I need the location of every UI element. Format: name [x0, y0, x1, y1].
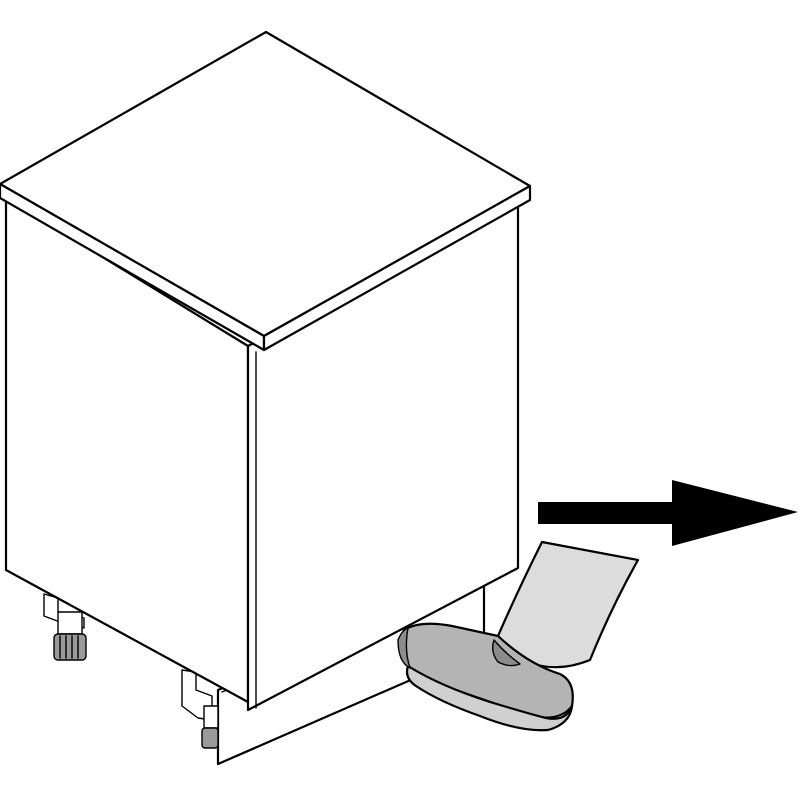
- cabinet-illustration: [0, 30, 532, 712]
- adjustable-foot-icon: [53, 633, 87, 661]
- shoe-sole: [405, 664, 574, 732]
- adjustable-foot-left: [43, 593, 87, 661]
- foot-stem-right: [203, 705, 219, 729]
- shoe-illustration: [397, 622, 574, 732]
- arrow-right-icon: [538, 480, 798, 546]
- foot-stem-left: [57, 611, 83, 635]
- adjustable-foot-right: [181, 669, 219, 749]
- arrow-shape: [538, 480, 798, 546]
- shoe-toe-cap: [397, 627, 411, 669]
- countertop-edge-front: [262, 184, 532, 352]
- cabinet-bottom-edge: [5, 569, 249, 703]
- foot-base-right: [201, 727, 219, 749]
- shoe-heel-shadow: [491, 639, 521, 667]
